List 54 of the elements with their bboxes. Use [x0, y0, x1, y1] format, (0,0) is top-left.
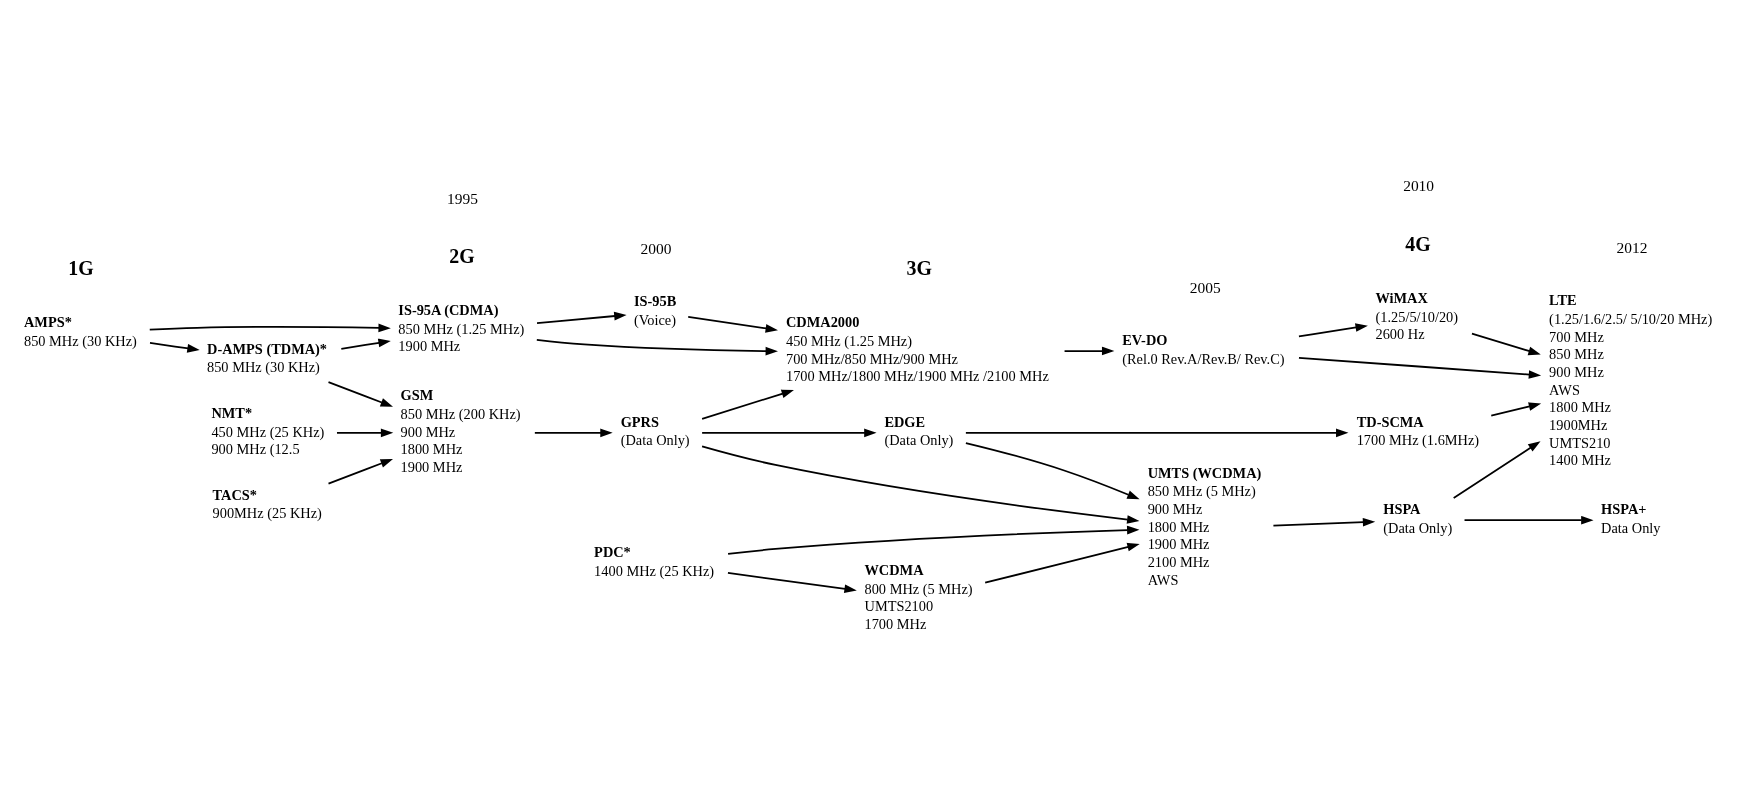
arrow	[533, 428, 613, 437]
label: 2012	[1616, 238, 1648, 256]
node-text: CDMA2000 450 MHz (1.25 MHz) 700 MHz/850 MHz/900 MHz 1700 MHz/1800 MHz/1900 MHz /2100 MHz	[786, 313, 1049, 384]
arrow	[965, 441, 1140, 499]
label: 1G	[68, 256, 94, 279]
arrow	[336, 428, 394, 437]
arrow	[701, 389, 794, 420]
arrow	[1463, 515, 1594, 525]
node-text: TACS* 900MHz (25 KHz)	[212, 486, 322, 521]
label: 4G	[1405, 232, 1431, 255]
arrow	[148, 323, 391, 332]
node-text: LTE (1.25/1.6/2.5/ 5/10/20 MHz) 700 MHz 850 MHz 900 MHz AWS 1800 MHz 1900MHz UMTS210 1400 MHz	[1549, 291, 1713, 468]
arrow	[1063, 346, 1115, 355]
label: 2000	[640, 239, 672, 257]
node-text: HSPA (Data Only)	[1383, 500, 1453, 536]
node-text: IS-95A (CDMA) 850 MHz (1.25 MHz) 1900 MHz	[398, 301, 525, 354]
arrow	[1298, 356, 1542, 379]
node-text: WCDMA 800 MHz (5 MHz) UMTS2100 1700 MHz	[864, 561, 973, 632]
node-text: TD-SCMA 1700 MHz (1.6MHz)	[1356, 413, 1480, 448]
arrow	[965, 428, 1349, 437]
label: 1995	[447, 189, 478, 207]
arrow	[1298, 322, 1368, 337]
label: 2010	[1403, 176, 1435, 194]
node-text: GPRS (Data Only)	[620, 413, 690, 448]
arrow	[1272, 517, 1376, 527]
label: 3G	[906, 256, 932, 279]
arrow	[701, 428, 877, 437]
arrow	[536, 311, 627, 324]
arrow	[701, 445, 1140, 524]
arrow	[535, 338, 778, 355]
arrow	[727, 571, 857, 593]
arrow	[327, 458, 393, 484]
node-text: GSM 850 MHz (200 KHz) 900 MHz 1800 MHz 1900 MHz	[400, 386, 521, 475]
arrow	[687, 315, 778, 333]
node-text: EV-DO (Rel.0 Rev.A/Rev.B/ Rev.C)	[1122, 331, 1285, 367]
label: 2005	[1189, 278, 1221, 296]
node-text: AMPS* 850 MHz (30 KHz)	[23, 313, 137, 349]
arrow	[727, 525, 1140, 555]
arrow	[340, 338, 391, 350]
arrow	[327, 380, 393, 407]
node-text: EDGE (Data Only)	[884, 413, 954, 448]
node-text: IS-95B (Voice)	[633, 292, 677, 328]
node-text: NMT* 450 MHz (25 KHz) 900 MHz (12.5	[211, 404, 325, 457]
node-text: UMTS (WCDMA) 850 MHz (5 MHz) 900 MHz 1800 MHz 1900 MHz 2100 MHz AWS	[1147, 464, 1262, 588]
node-text: HSPA+ Data Only	[1601, 500, 1661, 536]
arrow	[1471, 332, 1541, 355]
arrow	[149, 341, 200, 353]
label: 2G	[449, 244, 475, 267]
arrow	[984, 542, 1140, 584]
arrow	[1452, 440, 1541, 499]
node-text: WiMAX (1.25/5/10/20) 2600 Hz	[1375, 289, 1459, 342]
node-text: D-AMPS (TDMA)* 850 MHz (30 KHz)	[207, 340, 328, 375]
node-text: PDC* 1400 MHz (25 KHz)	[594, 543, 715, 579]
arrow	[1490, 401, 1542, 417]
